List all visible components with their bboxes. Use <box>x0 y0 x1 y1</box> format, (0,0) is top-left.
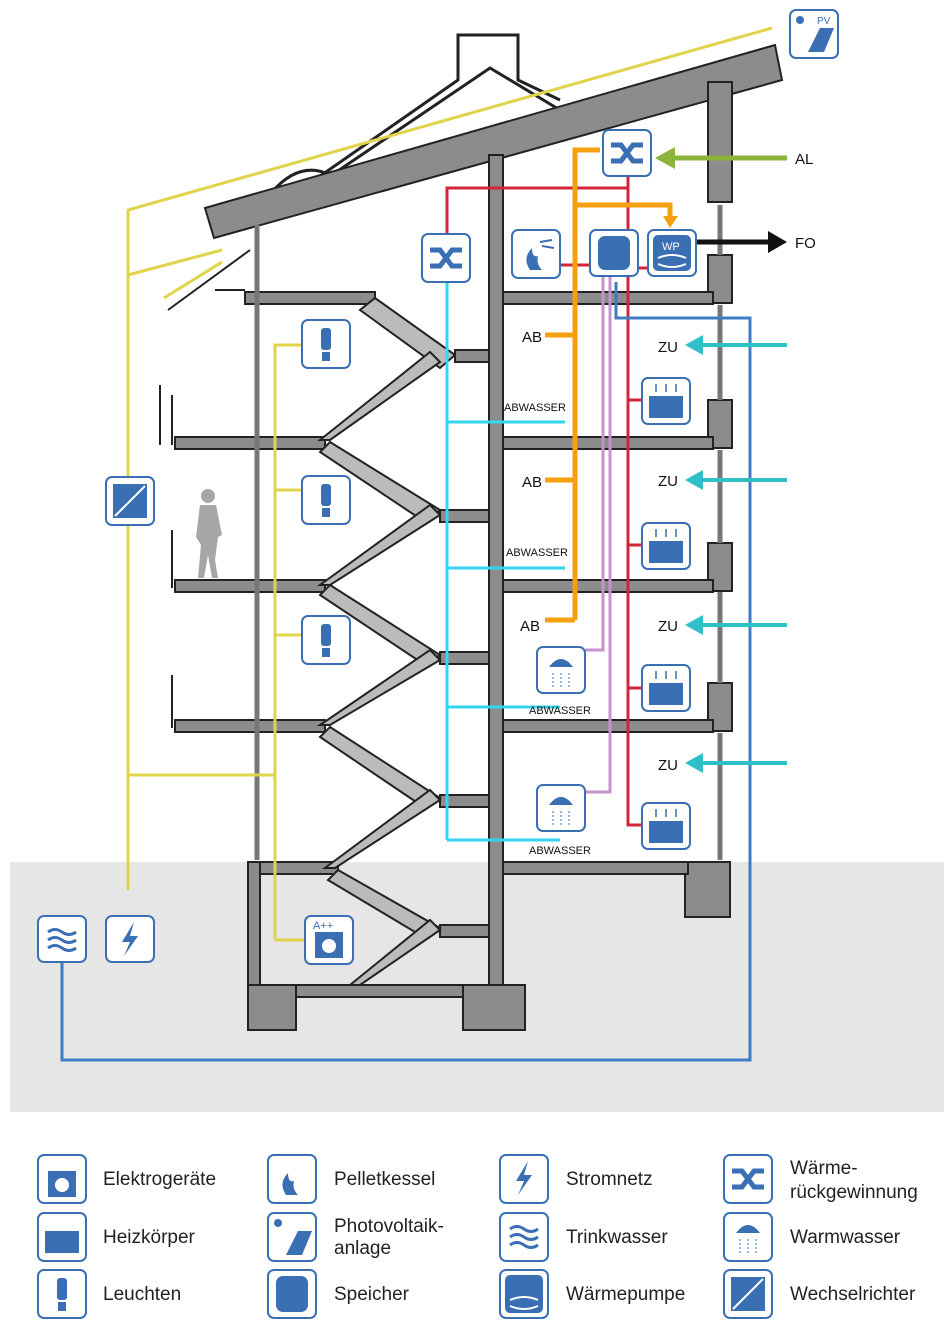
drinking-water-icon <box>37 915 87 963</box>
legend-icon-heat-pump <box>499 1269 549 1319</box>
fortluft-arrow <box>695 231 787 253</box>
legend-label-pv-2: anlage <box>334 1238 391 1259</box>
label-abwasser-1: ABWASSER <box>504 402 566 414</box>
appliance-label: A++ <box>313 920 333 932</box>
legend-icon-warm-water <box>723 1212 773 1262</box>
window-columns <box>254 205 723 860</box>
heat-recovery-icon-top <box>602 129 652 177</box>
legend-label-heat-recovery-1: Wärme- <box>790 1158 858 1179</box>
legend-icon-heat-recovery <box>723 1154 773 1204</box>
pv-icon: PV <box>789 9 839 59</box>
legend-label-radiator: Heizkörper <box>103 1227 196 1248</box>
person-silhouette <box>196 489 222 578</box>
staircase <box>316 296 457 986</box>
lamp-icon-1 <box>301 319 351 369</box>
outside-air-line <box>655 147 787 169</box>
warm-water-lines <box>585 275 612 794</box>
legend-label-appliance: Elektrogeräte <box>103 1169 216 1190</box>
label-zu-1: ZU <box>658 339 678 356</box>
wastewater-lines <box>445 283 565 842</box>
label-al: AL <box>795 151 813 168</box>
legend-label-lamp: Leuchten <box>103 1284 181 1305</box>
shower-icon-1 <box>536 646 586 694</box>
label-ab-3: AB <box>520 618 540 635</box>
label-zu-2: ZU <box>658 473 678 490</box>
legend-icon-radiator <box>37 1212 87 1262</box>
legend-label-grid: Stromnetz <box>566 1169 653 1190</box>
radiator-icon-4 <box>641 802 691 850</box>
legend-icon-pv <box>267 1212 317 1262</box>
pv-label: PV <box>817 16 831 27</box>
radiator-icon-1 <box>641 377 691 425</box>
label-fo: FO <box>795 235 816 252</box>
label-zu-3: ZU <box>658 618 678 635</box>
legend-icon-pellet <box>267 1154 317 1204</box>
storage-icon <box>589 229 639 277</box>
heat-recovery-icon-left <box>421 233 471 283</box>
legend-label-storage: Speicher <box>334 1284 410 1305</box>
electric-lines <box>126 26 773 942</box>
legend-icon-lamp <box>37 1269 87 1319</box>
legend-label-heat-pump: Wärmepumpe <box>566 1284 685 1305</box>
legend-label-drinking-water: Trinkwasser <box>566 1227 668 1248</box>
inverter-icon <box>105 476 155 526</box>
label-zu-4: ZU <box>658 757 678 774</box>
power-grid-icon <box>105 915 155 963</box>
appliance-icon: A++ <box>304 915 354 965</box>
label-abwasser-3: ABWASSER <box>529 705 591 717</box>
legend-icon-storage <box>267 1269 317 1319</box>
label-ab-2: AB <box>522 474 542 491</box>
heat-pump-label: WP <box>662 241 680 253</box>
heat-pump-icon: WP <box>647 229 697 277</box>
label-abwasser-4: ABWASSER <box>529 845 591 857</box>
radiator-icon-3 <box>641 664 691 712</box>
supply-air-arrows <box>685 335 787 773</box>
facade-edges <box>159 249 251 728</box>
legend-icon-appliance <box>37 1154 87 1204</box>
legend-icon-inverter <box>723 1269 773 1319</box>
legend-label-heat-recovery-2: rückgewinnung <box>790 1182 918 1203</box>
legend: Elektrogeräte Heizkörper Leuchten Pellet… <box>37 1154 918 1319</box>
label-abwasser-2: ABWASSER <box>506 547 568 559</box>
lamp-icon-3 <box>301 615 351 665</box>
pellet-boiler-icon <box>511 229 561 279</box>
legend-label-warm-water: Warmwasser <box>790 1227 901 1248</box>
shower-icon-2 <box>536 784 586 832</box>
legend-icon-drinking-water <box>499 1212 549 1262</box>
building-structure <box>174 33 784 1031</box>
legend-icon-grid <box>499 1154 549 1204</box>
legend-label-pellet: Pelletkessel <box>334 1169 435 1190</box>
drinking-water-line <box>60 282 752 1062</box>
label-ab-1: AB <box>522 329 542 346</box>
legend-label-inverter: Wechselrichter <box>790 1284 916 1305</box>
lamp-icon-2 <box>301 475 351 525</box>
exhaust-air-lines <box>545 147 673 623</box>
exhaust-arrow <box>663 216 678 228</box>
radiator-icon-2 <box>641 522 691 570</box>
legend-label-pv-1: Photovoltaik- <box>334 1216 444 1237</box>
